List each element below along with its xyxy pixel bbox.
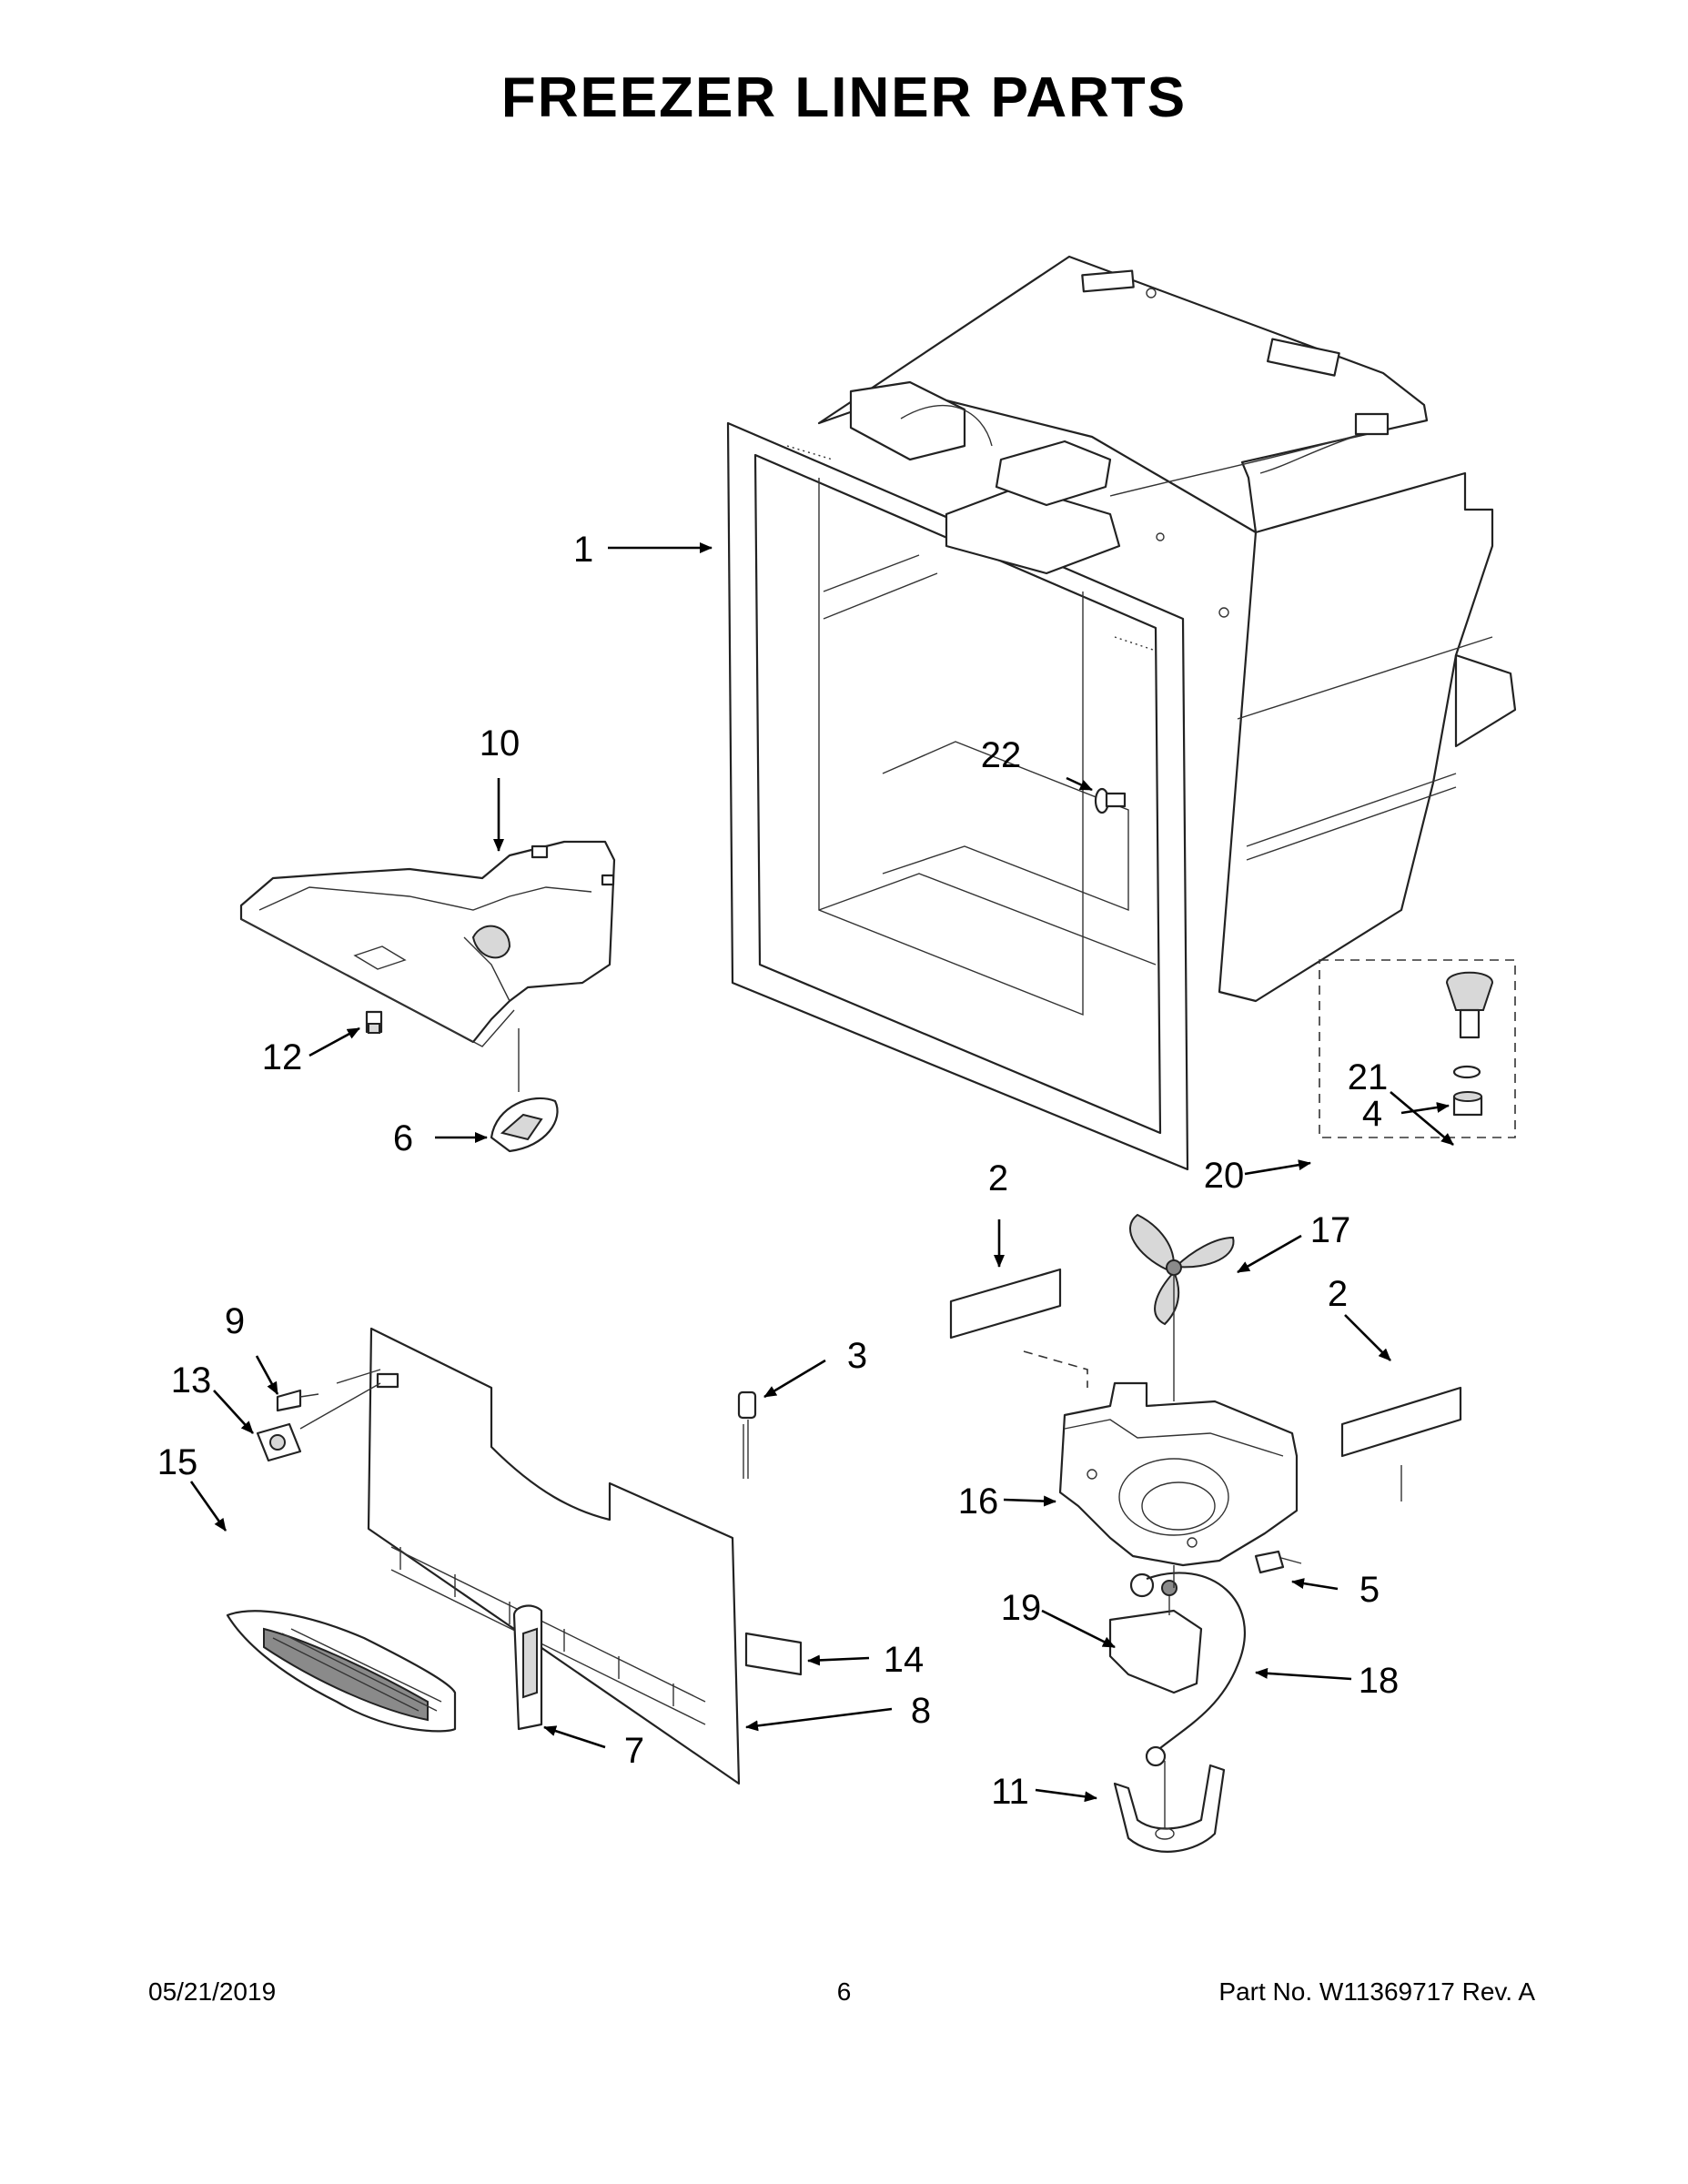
part-2-foam-block-left [949,1268,1062,1340]
footer-date: 05/21/2019 [148,1977,277,2006]
part-22-drain-fitting [1094,787,1127,814]
callout-1: 1 [573,530,593,570]
callout-3: 3 [847,1336,867,1376]
callout-arrows [189,542,1454,1803]
callout-16: 16 [958,1481,999,1522]
callout-19: 19 [1001,1588,1042,1628]
page-title: FREEZER LINER PARTS [500,66,1188,129]
callout-22: 22 [981,735,1022,775]
part-20-drain-kit [1319,959,1516,1138]
callout-12: 12 [262,1037,303,1077]
callout-7: 7 [624,1731,644,1771]
part-19-fan-motor [1108,1572,1203,1694]
callout-2-left: 2 [988,1158,1008,1198]
callout-18: 18 [1359,1661,1400,1701]
part-12-clip [365,1010,383,1034]
callout-6: 6 [393,1118,413,1158]
part-8-rear-panel [299,1327,741,1785]
part-7-bracket [512,1604,543,1731]
callout-14: 14 [884,1640,925,1680]
footer-page-number: 6 [836,1977,852,2006]
part-14-foam-strip [744,1632,803,1676]
callout-21: 21 [1348,1057,1389,1097]
callout-labels: 1 2 2 3 4 5 6 7 8 9 10 11 12 13 14 15 16… [157,530,1400,1812]
part-11-motor-bracket [1113,1764,1226,1853]
part-5-screw [1254,1550,1302,1574]
part-15-grille [226,1610,457,1733]
callout-10: 10 [480,723,521,763]
part-3-thermistor [737,1390,757,1479]
part-17-fan-blade [1129,1213,1235,1326]
footer-part-number: Part No. W11369717 Rev. A [1218,1977,1535,2006]
callout-11: 11 [991,1772,1029,1812]
callout-15: 15 [157,1442,198,1482]
part-9-screw [276,1389,319,1412]
callout-17: 17 [1310,1210,1351,1250]
callout-13: 13 [171,1360,212,1400]
callout-5: 5 [1359,1570,1380,1610]
callout-2-right: 2 [1328,1274,1348,1314]
part-16-fan-shroud [1058,1381,1299,1567]
callout-9: 9 [225,1301,245,1341]
freezer-liner [726,255,1517,1171]
part-18-wire-harness [1145,1572,1247,1767]
callout-20: 20 [1204,1156,1245,1196]
part-10-duct-cover [239,840,616,1047]
callout-8: 8 [911,1691,931,1731]
part-6-thermistor-housing [490,1028,559,1153]
part-13-grommet [256,1422,302,1462]
callout-4: 4 [1362,1094,1382,1134]
part-2-foam-block-right [1340,1386,1462,1458]
